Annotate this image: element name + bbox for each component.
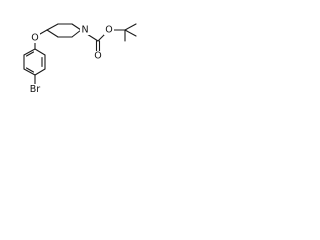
bond-carbonyl-oester — [97, 33, 106, 42]
bond-ring-double-3 — [25, 51, 35, 57]
n-label-bg — [80, 25, 90, 35]
bond-o-piperidine — [39, 29, 48, 35]
o-ether-label-bg — [30, 33, 40, 43]
bond-ring-6 — [23, 48, 36, 56]
br-label-bg — [27, 84, 43, 95]
o-carbonyl-label-bg — [93, 51, 103, 61]
benzene-ring — [23, 48, 46, 76]
bond-pip-4 — [71, 29, 82, 38]
atom-label-o-carbonyl: O — [94, 51, 101, 62]
bond-pip-6 — [46, 29, 59, 38]
bond-pip-3 — [71, 23, 82, 31]
atom-label-n: N — [81, 25, 88, 36]
chemical-structure: Br O N O O — [23, 23, 137, 95]
bond-quat-methyl-2 — [124, 29, 137, 37]
bond-ring-3 — [34, 68, 46, 76]
bond-quat-methyl-1 — [124, 23, 137, 31]
atom-label-br: Br — [30, 84, 41, 95]
piperidine-ring — [46, 23, 82, 38]
bond-ring-1 — [34, 48, 46, 56]
bond-ring-4 — [23, 68, 36, 76]
o-ester-label-bg — [104, 25, 114, 35]
atom-label-o-ester: O — [105, 25, 112, 36]
bond-ring-double-2 — [25, 67, 35, 73]
bond-pip-1 — [46, 23, 59, 31]
bond-n-carbonyl — [86, 33, 99, 42]
atom-label-o-ether: O — [31, 33, 38, 44]
